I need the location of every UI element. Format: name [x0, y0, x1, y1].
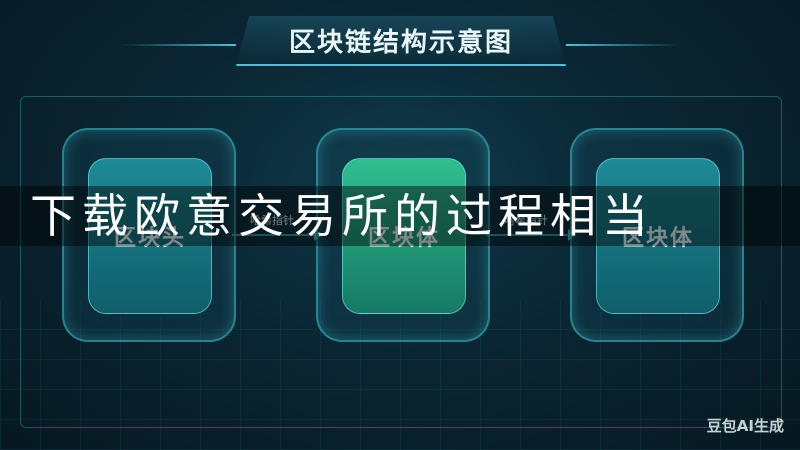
- diagram-frame: [20, 96, 782, 428]
- block-2-card: 区块体: [342, 158, 466, 314]
- overlay-banner: [0, 186, 800, 246]
- connector-2: 哈希指针: [486, 214, 576, 241]
- connector-1-label: 哈希指针: [250, 214, 294, 227]
- connector-2-label: 哈希指针: [504, 214, 548, 227]
- block-1: 区块头: [62, 128, 236, 342]
- title-right-line: [566, 44, 682, 46]
- title-left-line: [120, 44, 236, 46]
- block-3: 区块体: [570, 128, 744, 342]
- block-2-label: 区块体: [367, 226, 440, 251]
- block-1-label: 区块头: [113, 226, 186, 251]
- block-3-label: 区块体: [621, 226, 694, 251]
- arrow-right-icon: [314, 229, 322, 241]
- block-3-card: 区块体: [596, 158, 720, 314]
- diagram-title: 区块链结构示意图: [288, 27, 513, 58]
- title-bar: 区块链结构示意图: [236, 16, 566, 66]
- block-1-card: 区块头: [88, 158, 212, 314]
- grid-floor-decoration: [0, 300, 800, 450]
- arrow-right-icon: [568, 229, 576, 241]
- ai-watermark: 豆包AI生成: [706, 417, 784, 435]
- overlay-text: 下载欧意交易所的过程相当: [30, 189, 654, 243]
- connector-1: 哈希指针: [232, 214, 322, 241]
